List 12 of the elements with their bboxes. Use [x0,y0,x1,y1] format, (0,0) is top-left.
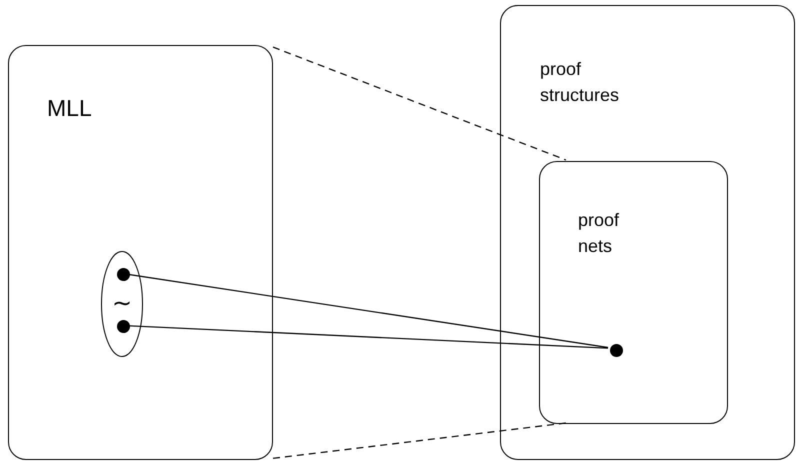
dashed-line [272,422,566,459]
node-label: proof nets [578,209,620,258]
equivalence-symbol: ∼ [111,289,133,319]
rounded-box [500,5,795,460]
dashed-line [272,46,566,161]
connector-line [128,274,608,348]
node-label: MLL [47,94,92,123]
ellipse-node [101,251,143,357]
rounded-box [539,161,728,424]
node-label: proof structures [540,58,620,107]
rounded-box [8,45,273,460]
connector-line [128,325,608,349]
